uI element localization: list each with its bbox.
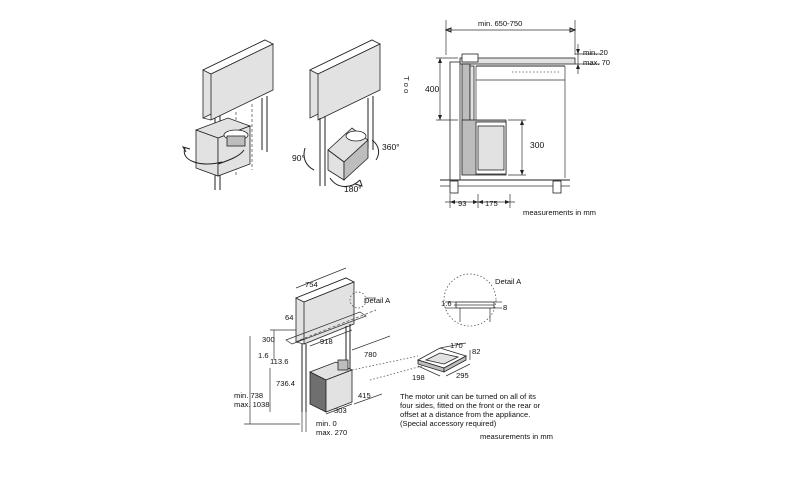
angle-180-label: 180° — [344, 184, 362, 194]
worktop-max-label: max. 70 — [583, 58, 610, 67]
detail-a-title: Detail A — [495, 277, 522, 286]
section-height-400: 400 — [425, 84, 439, 94]
rotation-sketch-right: 90° 360° 180° T o o — [292, 39, 411, 194]
rotation-sketch-left — [181, 39, 274, 190]
offset-175-label: 175 — [485, 199, 498, 208]
dim-780: 780 — [364, 350, 377, 359]
dim-736-4: 736.4 — [276, 379, 295, 388]
detail-right-dim: 8 — [503, 303, 507, 312]
dim-max-270: max. 270 — [316, 428, 347, 437]
cutout-295: 295 — [456, 371, 469, 380]
worktop-min-label: min. 20 — [583, 48, 608, 57]
cutout-170: 170 — [450, 341, 463, 350]
note-line-3: offset at a distance from the appliance. — [400, 410, 530, 419]
dim-min-738: min. 738 — [234, 391, 263, 400]
dim-1-6: 1.6 — [258, 351, 269, 360]
dim-64: 64 — [285, 313, 293, 322]
dim-min-0: min. 0 — [316, 419, 337, 428]
detail-a: Detail A 1.6 8 — [441, 273, 522, 327]
dim-754: 754 — [305, 280, 318, 289]
dim-415: 415 — [358, 391, 371, 400]
install-detail-ref: Detail A — [364, 296, 391, 305]
cutout-198: 198 — [412, 373, 425, 382]
side-label: T o o — [402, 76, 411, 93]
dim-113-6: 113.6 — [270, 357, 288, 366]
note-line-2: four sides, fitted on the front or the r… — [400, 401, 541, 410]
dim-max-1038: max. 1038 — [234, 400, 269, 409]
dim-918: 918 — [320, 337, 333, 346]
section-width-label: min. 650-750 — [478, 19, 522, 28]
detail-left-dim: 1.6 — [441, 299, 452, 308]
dim-300: 300 — [262, 335, 275, 344]
installation-view: 754 64 300 918 1.6 113.6 780 736.4 min. … — [234, 267, 423, 437]
section-units-label: measurements in mm — [523, 208, 596, 217]
dim-303: 303 — [334, 406, 347, 415]
cutout-82: 82 — [472, 347, 480, 356]
motor-note: The motor unit can be turned on all of i… — [400, 392, 553, 441]
angle-360-label: 360° — [382, 142, 400, 152]
note-line-1: The motor unit can be turned on all of i… — [400, 392, 536, 401]
angle-90-label: 90° — [292, 153, 305, 163]
offset-93-label: 93 — [458, 199, 466, 208]
section-height-300: 300 — [530, 140, 544, 150]
note-line-4: (Special accessory required) — [400, 419, 497, 428]
bottom-units-label: measurements in mm — [480, 432, 553, 441]
section-view: min. 650-750 400 300 — [425, 19, 610, 217]
cutout-view: 170 82 198 295 — [412, 341, 480, 382]
